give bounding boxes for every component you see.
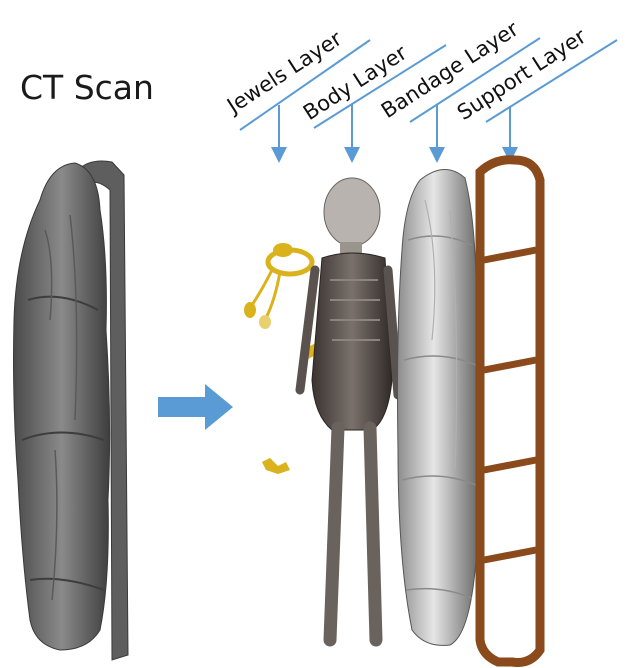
body-layer-image (300, 178, 398, 640)
bandage-layer-image (398, 169, 479, 645)
transition-arrow (158, 384, 233, 430)
support-layer-pointer (486, 40, 617, 155)
support-layer-image (480, 160, 540, 663)
ct-scan-mummy-image (14, 161, 129, 660)
jewels-layer-pointer (240, 40, 370, 155)
body-layer-pointer (314, 45, 446, 155)
